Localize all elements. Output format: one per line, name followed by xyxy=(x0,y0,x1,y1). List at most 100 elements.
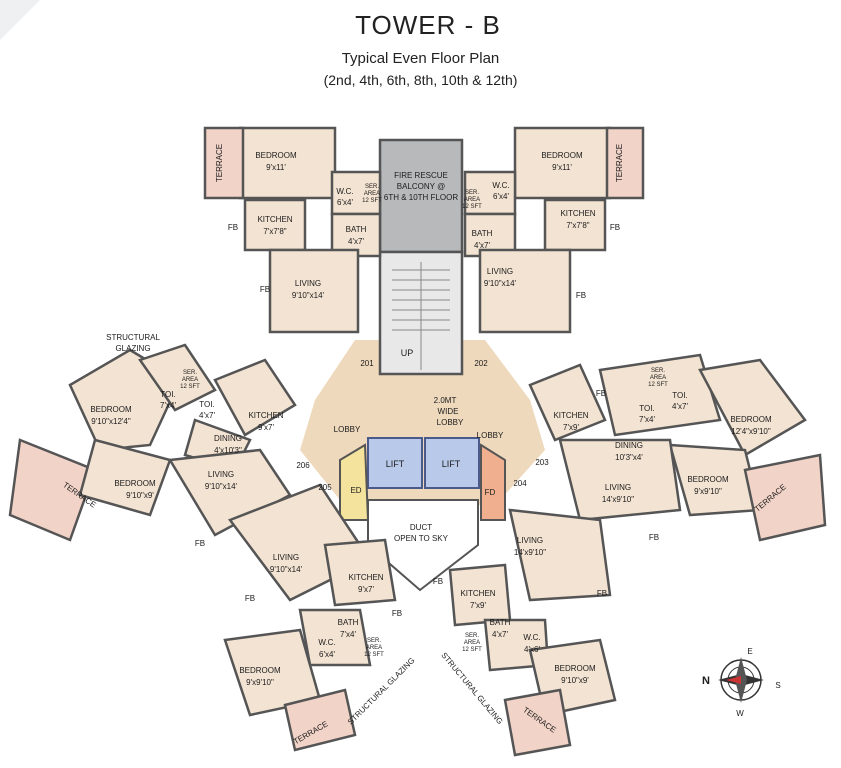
flat-201-labels: BEDROOM 9'x11' W.C. 6'x4' SER. AREA 12 S… xyxy=(215,144,382,300)
201-kitchen-name: KITCHEN xyxy=(257,215,292,224)
compass-n: N xyxy=(702,675,710,687)
205-kitchen-size: 9'x7' xyxy=(358,585,374,594)
206-bedroom1-name: BEDROOM xyxy=(90,405,132,414)
201-bedroom-name: BEDROOM xyxy=(255,151,297,160)
fire-rescue-line2: BALCONY @ xyxy=(397,182,445,191)
206-dining-size: 4'x10'3" xyxy=(214,446,242,455)
central-core xyxy=(300,138,545,592)
compass-w: W xyxy=(736,709,744,718)
205-wc-size: 6'x4' xyxy=(319,650,335,659)
203-dining-name: DINING xyxy=(615,441,643,450)
201-terrace: TERRACE xyxy=(215,144,224,182)
terrace-203 xyxy=(743,453,827,542)
flat-202-labels: BEDROOM 9'x11' W.C. 6'x4' SER. AREA 12 S… xyxy=(462,144,624,300)
204-living-size: 14'x9'10" xyxy=(514,548,546,557)
204-bedroom-name: BEDROOM xyxy=(554,664,596,673)
flat-206 xyxy=(8,343,297,542)
205-bedroom-name: BEDROOM xyxy=(239,666,281,675)
202-ser-1: SER. xyxy=(465,190,479,196)
wide-lobby-line1: 2.0MT xyxy=(434,396,457,405)
201-kitchen-size: 7'x7'8" xyxy=(263,227,286,236)
room-202-kitchen xyxy=(543,198,607,252)
202-living-name: LIVING xyxy=(487,267,513,276)
201-bath-name: BATH xyxy=(346,225,367,234)
201-ser-2: AREA xyxy=(364,191,380,197)
lift-right xyxy=(424,437,480,489)
corner-fold xyxy=(0,0,40,40)
203-kitchen-size: 7'x9' xyxy=(563,423,579,432)
201-living-name: LIVING xyxy=(295,279,321,288)
fire-rescue-line3: 6TH & 10TH FLOOR xyxy=(384,193,458,202)
201-fb-1: FB xyxy=(228,223,238,232)
lift-left xyxy=(367,437,423,489)
203-toi1-size: 7'x4' xyxy=(639,415,655,424)
205-fb-2: FB xyxy=(392,609,402,618)
fire-rescue-balcony xyxy=(378,138,464,254)
202-kitchen-name: KITCHEN xyxy=(560,209,595,218)
205-living-name: LIVING xyxy=(273,553,299,562)
room-202-bedroom xyxy=(513,126,612,200)
201-ser-3: 12 SFT xyxy=(362,198,382,204)
room-205-bath-wc xyxy=(298,608,372,667)
terrace-204 xyxy=(503,688,572,757)
duct-line1: DUCT xyxy=(410,523,432,532)
203-living-size: 14'x9'10" xyxy=(602,495,634,504)
core-labels: FIRE RESCUE BALCONY @ 6TH & 10TH FLOOR U… xyxy=(296,171,549,543)
203-toi2-name: TOI. xyxy=(672,391,687,400)
flat-number-204: 204 xyxy=(513,479,527,488)
flat-number-206: 206 xyxy=(296,461,310,470)
206-kitchen-name: KITCHEN xyxy=(248,411,283,420)
lobby-label-left: LOBBY xyxy=(334,425,361,434)
203-bedroom1-size: 12'4"x9'10" xyxy=(731,427,771,436)
203-toi2-size: 4'x7' xyxy=(672,402,688,411)
206-glazing-2: GLAZING xyxy=(115,344,150,353)
flat-201 xyxy=(203,126,382,334)
204-bath-size: 4'x7' xyxy=(492,630,508,639)
203-fb-1: FB xyxy=(596,389,606,398)
206-glazing-1: STRUCTURAL xyxy=(106,333,160,342)
203-ser-1: SER. xyxy=(651,368,665,374)
203-toi1-name: TOI. xyxy=(639,404,654,413)
room-205-kitchen xyxy=(323,538,397,607)
206-ser-3: 12 SFT xyxy=(180,384,200,390)
206-bedroom2-name: BEDROOM xyxy=(114,479,156,488)
206-kitchen-size: 9'x7' xyxy=(258,423,274,432)
room-202-wc xyxy=(463,170,517,216)
flat-203-labels: KITCHEN 7'x9' SER. AREA 12 SFT TOI. 7'x4… xyxy=(553,368,787,542)
205-bath-size: 7'x4' xyxy=(340,630,356,639)
wide-lobby-line2: WIDE xyxy=(438,407,459,416)
206-toi1-name: TOI. xyxy=(160,390,175,399)
fire-rescue-line1: FIRE RESCUE xyxy=(394,171,448,180)
202-living-size: 9'10"x14' xyxy=(484,279,517,288)
205-kitchen-name: KITCHEN xyxy=(348,573,383,582)
203-fb-2: FB xyxy=(649,533,659,542)
room-203-living xyxy=(558,438,682,522)
203-bedroom2-size: 9'x9'10" xyxy=(694,487,722,496)
204-wc-name: W.C. xyxy=(523,633,540,642)
flat-204 xyxy=(448,508,617,757)
206-fb: FB xyxy=(195,539,205,548)
flat-number-203: 203 xyxy=(535,458,549,467)
terrace-205 xyxy=(283,688,357,752)
room-204-living xyxy=(508,508,612,602)
202-bedroom-size: 9'x11' xyxy=(552,163,572,172)
204-living-name: LIVING xyxy=(517,536,543,545)
lobby-label-right: LOBBY xyxy=(477,431,504,440)
flat-number-202: 202 xyxy=(474,359,488,368)
terrace-202 xyxy=(605,126,645,200)
203-bedroom2-name: BEDROOM xyxy=(687,475,729,484)
duct-line2: OPEN TO SKY xyxy=(394,534,449,543)
201-bath-size: 4'x7' xyxy=(348,237,364,246)
205-ser-3: 12 SFT xyxy=(364,652,384,658)
205-living-size: 9'10"x14' xyxy=(270,565,303,574)
203-dining-size: 10'3"x4' xyxy=(615,453,643,462)
205-wc-name: W.C. xyxy=(318,638,335,647)
204-fb-1: FB xyxy=(433,577,443,586)
stair-up-label: UP xyxy=(401,348,414,358)
room-206-living xyxy=(167,448,292,537)
204-fb-2: FB xyxy=(597,589,607,598)
202-kitchen-size: 7'x7'8" xyxy=(566,221,589,230)
room-201-bedroom xyxy=(238,126,337,200)
lift-label-left: LIFT xyxy=(386,459,405,469)
